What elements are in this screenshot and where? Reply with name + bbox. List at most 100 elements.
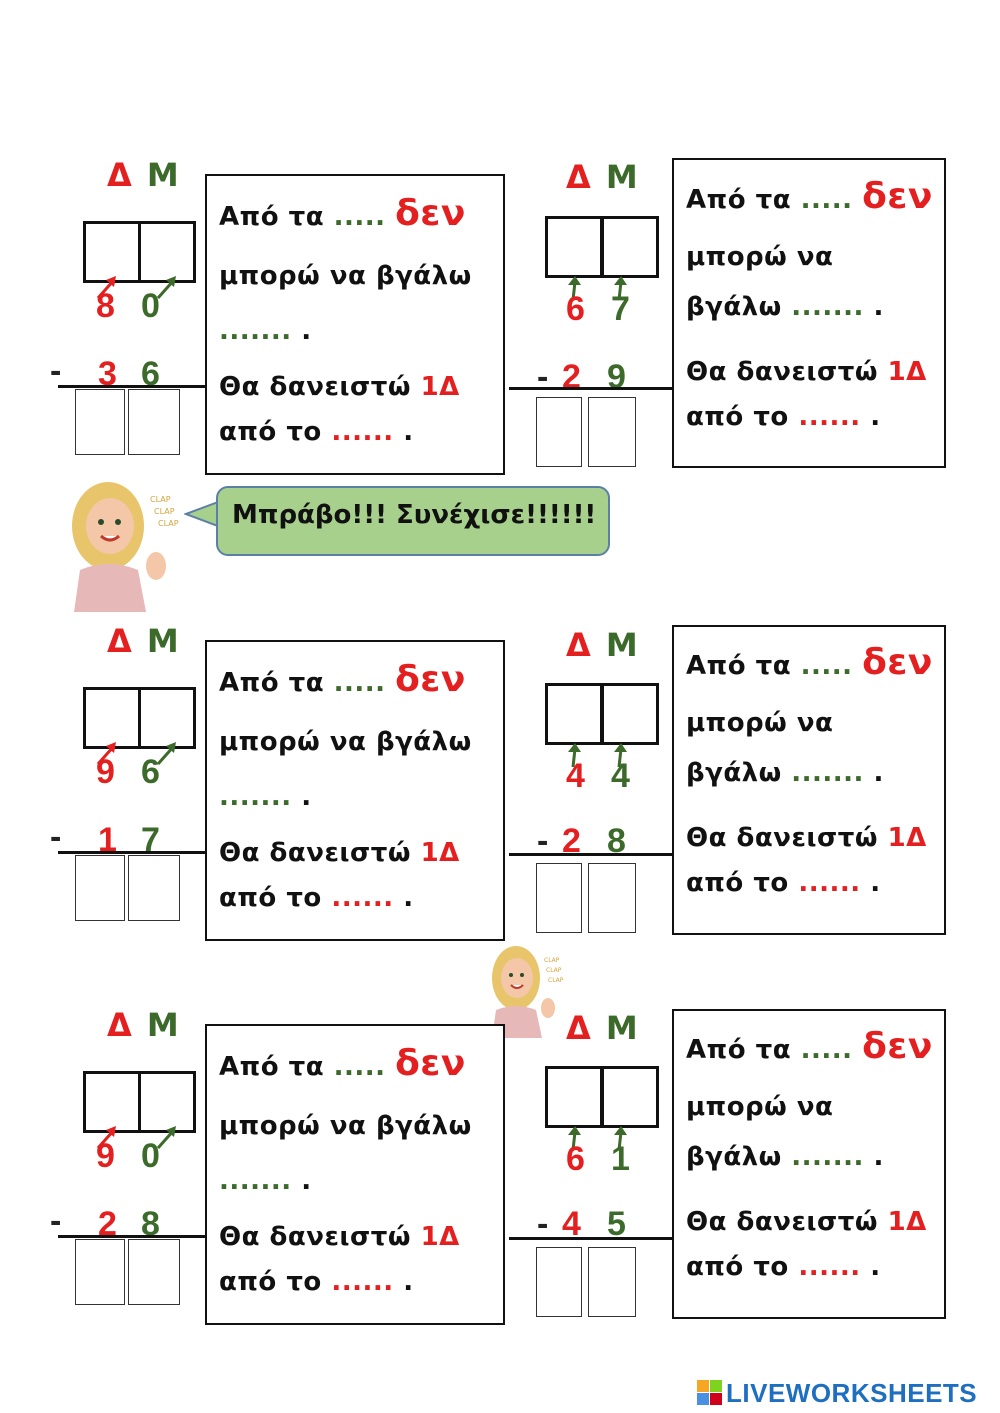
result-tens-box[interactable] (75, 855, 125, 921)
units-answer-box[interactable] (138, 687, 196, 749)
tens-label: Δ (107, 1006, 134, 1044)
tens-label: Δ (107, 156, 134, 194)
result-units-box[interactable] (588, 397, 636, 467)
instruction-line-3: ....... . (219, 1166, 312, 1196)
minus-sign: - (50, 352, 62, 390)
instruction-box (672, 1009, 946, 1319)
blank-red[interactable]: ...... (798, 1252, 861, 1282)
bottom-units-digit: 8 (141, 1205, 160, 1243)
tens-answer-box[interactable] (545, 683, 603, 745)
instruction-line-1: Από τα ..... δεν (686, 642, 933, 683)
units-label: Μ (605, 158, 640, 196)
tens-answer-box[interactable] (545, 216, 603, 278)
svg-text:CLAP: CLAP (158, 519, 179, 528)
result-tens-box[interactable] (536, 397, 582, 467)
blank-green[interactable]: ..... (333, 668, 386, 698)
result-tens-box[interactable] (536, 1247, 582, 1317)
svg-text:CLAP: CLAP (548, 977, 564, 984)
units-answer-box[interactable] (601, 1066, 659, 1128)
blank-green[interactable]: ....... (791, 1142, 864, 1172)
subtraction-line (509, 387, 679, 390)
result-tens-box[interactable] (75, 1239, 125, 1305)
units-answer-box[interactable] (601, 683, 659, 745)
bottom-tens-digit: 1 (98, 821, 117, 859)
bottom-units-digit: 8 (607, 822, 626, 860)
tens-label: Δ (566, 626, 593, 664)
instruction-line-1: Από τα ..... δεν (219, 659, 466, 700)
units-label: Μ (146, 156, 181, 194)
top-units-digit: 1 (611, 1140, 630, 1178)
bottom-tens-digit: 4 (562, 1205, 581, 1243)
top-tens-digit: 9 (96, 753, 115, 791)
blank-red[interactable]: ...... (331, 1267, 394, 1297)
instruction-line-2: μπορώ να βγάλω (219, 1111, 472, 1141)
svg-text:CLAP: CLAP (154, 507, 175, 516)
blank-green[interactable]: ....... (219, 1166, 292, 1196)
units-answer-box[interactable] (138, 1071, 196, 1133)
borrow-arrow-icon (568, 1126, 581, 1151)
instruction-line-5: από το ...... . (219, 1267, 414, 1297)
minus-sign: - (537, 358, 549, 396)
place-value-header: Δ Μ (107, 622, 181, 660)
blank-red[interactable]: ...... (798, 868, 861, 898)
svg-text:CLAP: CLAP (150, 495, 171, 504)
blank-red[interactable]: ...... (331, 883, 394, 913)
result-units-box[interactable] (588, 863, 636, 933)
instruction-line-5: από το ...... . (686, 868, 881, 898)
instruction-line-5: από το ...... . (219, 417, 414, 447)
instruction-box (205, 1024, 505, 1325)
place-value-header: Δ Μ (566, 158, 640, 196)
top-tens-digit: 9 (96, 1137, 115, 1175)
instruction-line-5: από το ...... . (686, 1252, 881, 1282)
instruction-line-3: βγάλω ....... . (686, 292, 884, 322)
bottom-tens-digit: 2 (562, 822, 581, 860)
result-units-box[interactable] (128, 855, 180, 921)
bottom-tens-digit: 3 (98, 355, 117, 393)
bottom-units-digit: 6 (141, 355, 160, 393)
blank-green[interactable]: ..... (333, 1052, 386, 1082)
subtraction-line (509, 853, 679, 856)
place-value-header: Δ Μ (107, 1006, 181, 1044)
result-units-box[interactable] (128, 1239, 180, 1305)
instruction-line-5: από το ...... . (219, 883, 414, 913)
instruction-line-4: Θα δανειστώ 1Δ (686, 357, 927, 387)
bottom-units-digit: 9 (607, 358, 626, 396)
bottom-units-digit: 7 (141, 821, 160, 859)
instruction-line-4: Θα δανειστώ 1Δ (686, 1207, 927, 1237)
instruction-line-3: βγάλω ....... . (686, 1142, 884, 1172)
result-tens-box[interactable] (75, 389, 125, 455)
top-tens-digit: 6 (566, 1140, 585, 1178)
instruction-line-1: Από τα ..... δεν (686, 176, 933, 217)
result-tens-box[interactable] (536, 863, 582, 933)
borrow-arrow-icon (614, 1126, 627, 1151)
result-units-box[interactable] (128, 389, 180, 455)
blank-green[interactable]: ....... (791, 292, 864, 322)
tens-label: Δ (107, 622, 134, 660)
blank-green[interactable]: ..... (333, 202, 386, 232)
instruction-line-1: Από τα ..... δεν (219, 1043, 466, 1084)
blank-green[interactable]: ..... (800, 651, 853, 681)
blank-green[interactable]: ....... (791, 758, 864, 788)
blank-red[interactable]: ...... (331, 417, 394, 447)
blank-green[interactable]: ....... (219, 782, 292, 812)
minus-sign: - (50, 818, 62, 856)
instruction-line-2: μπορώ να (686, 242, 834, 272)
speech-bubble (216, 486, 610, 556)
top-tens-digit: 8 (96, 287, 115, 325)
tens-answer-box[interactable] (545, 1066, 603, 1128)
instruction-line-4: Θα δανειστώ 1Δ (219, 838, 460, 868)
top-units-digit: 0 (141, 287, 160, 325)
place-value-header: Δ Μ (566, 626, 640, 664)
borrow-arrow-icon (568, 743, 581, 768)
blank-red[interactable]: ...... (798, 402, 861, 432)
blank-green[interactable]: ....... (219, 316, 292, 346)
instruction-box (672, 625, 946, 935)
blank-green[interactable]: ..... (800, 185, 853, 215)
instruction-box (205, 640, 505, 941)
blank-green[interactable]: ..... (800, 1035, 853, 1065)
result-units-box[interactable] (588, 1247, 636, 1317)
tens-label: Δ (566, 1009, 593, 1047)
units-answer-box[interactable] (138, 221, 196, 283)
top-tens-digit: 4 (566, 757, 585, 795)
units-answer-box[interactable] (601, 216, 659, 278)
